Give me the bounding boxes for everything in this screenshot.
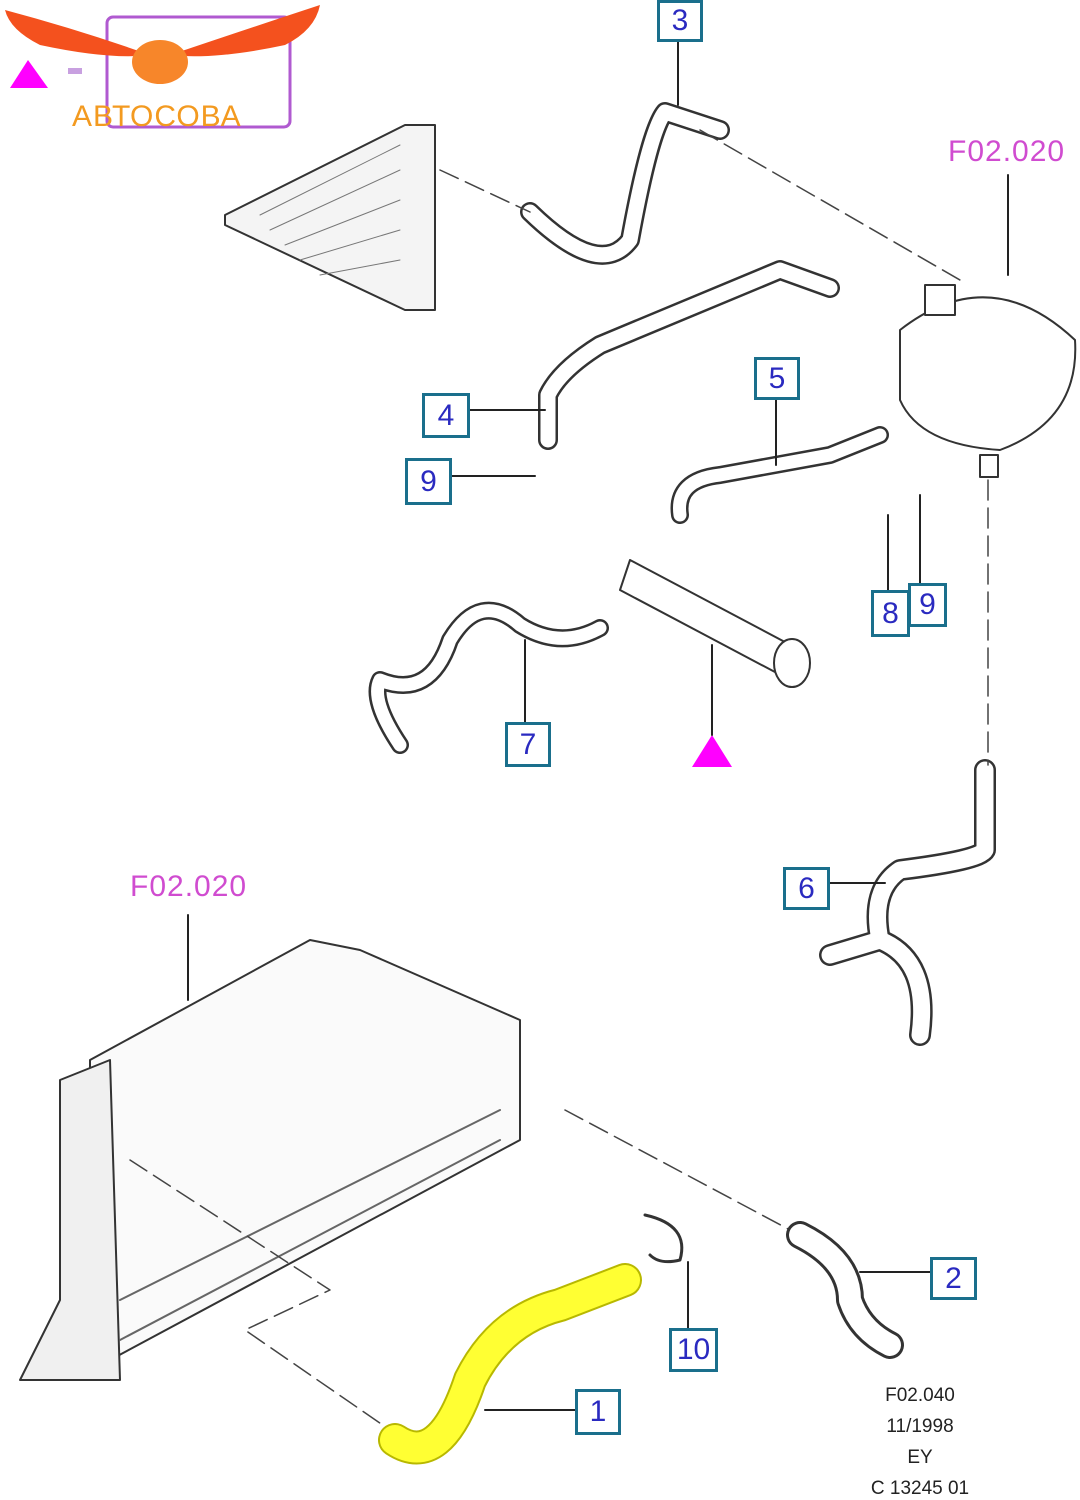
owl-logo-icon xyxy=(5,5,320,84)
main-radiator xyxy=(19,939,521,1381)
hose-6 xyxy=(819,759,996,1046)
callout-9b[interactable]: 9 xyxy=(908,583,947,627)
callout-9a[interactable]: 9 xyxy=(405,458,452,505)
reference-bottom: F02.020 xyxy=(130,870,248,903)
callout-2[interactable]: 2 xyxy=(930,1257,977,1300)
reference-top: F02.020 xyxy=(948,135,1066,168)
drawing-date: 11/1998 xyxy=(886,1416,954,1437)
callout-10[interactable]: 10 xyxy=(669,1328,718,1372)
legend-triangle-icon xyxy=(10,60,48,88)
drawing-model: EY xyxy=(907,1447,933,1468)
expansion-tank xyxy=(899,284,1077,478)
marker-triangle-icon xyxy=(692,735,732,767)
callout-7[interactable]: 7 xyxy=(505,722,551,767)
drawing-number: C 13245 01 xyxy=(870,1478,970,1499)
logo-text: АВТОСОВА xyxy=(72,100,242,133)
small-radiator xyxy=(224,124,436,311)
clip-10 xyxy=(643,1213,684,1264)
legend-box xyxy=(105,15,292,129)
legend-equals xyxy=(68,68,82,74)
callout-8[interactable]: 8 xyxy=(871,590,910,637)
drawing-ref: F02.040 xyxy=(885,1385,955,1406)
callout-4[interactable]: 4 xyxy=(422,393,470,438)
oil-cooler xyxy=(619,559,811,688)
callout-3[interactable]: 3 xyxy=(657,0,703,42)
callout-6[interactable]: 6 xyxy=(783,867,830,910)
drawing-info: F02.040 11/1998 EY C 13245 01 xyxy=(850,1380,990,1500)
callout-1[interactable]: 1 xyxy=(575,1389,621,1435)
callout-5[interactable]: 5 xyxy=(754,357,800,400)
